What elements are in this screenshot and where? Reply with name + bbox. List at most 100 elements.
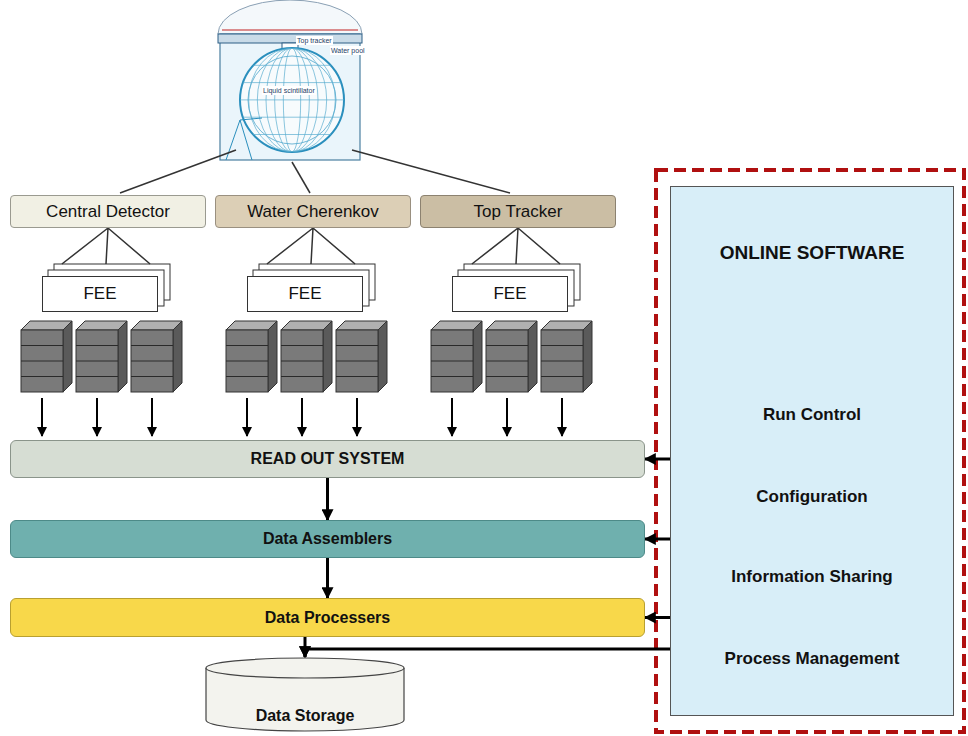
crate-front — [541, 330, 583, 392]
illustration-label: Liquid scintillator — [262, 86, 316, 95]
dome-outline — [218, 0, 362, 34]
node-label: Top Tracker — [474, 202, 563, 222]
cylinder-top — [206, 658, 404, 678]
crate-slot — [431, 376, 473, 377]
flow-arrow — [645, 538, 670, 541]
node-label: Central Detector — [46, 202, 170, 222]
crate-slot — [541, 345, 583, 346]
node-label: READ OUT SYSTEM — [251, 450, 405, 468]
readout-bar: READ OUT SYSTEM — [10, 440, 645, 478]
sphere-grid — [236, 48, 348, 152]
function-item: Configuration — [671, 487, 953, 507]
flow-arrow — [645, 458, 670, 461]
node-label: FEE — [83, 284, 116, 304]
function-item: Process Management — [671, 649, 953, 669]
fan-line — [267, 228, 355, 264]
crate-side — [173, 321, 182, 392]
crate-side — [583, 321, 592, 392]
crate-slot — [281, 376, 323, 377]
crate-side — [63, 321, 72, 392]
crate-slot — [431, 361, 473, 362]
crate-slot — [21, 376, 63, 377]
crate-slot — [21, 345, 63, 346]
fee-box: FEE — [42, 276, 158, 312]
crate-arrow — [356, 398, 358, 436]
crate-slot — [226, 345, 268, 346]
processer-bar: Data Processers — [10, 598, 645, 637]
crate-slot — [131, 376, 173, 377]
crate-arrow — [561, 398, 563, 436]
crate-slot — [486, 361, 528, 362]
function-item: Run Control — [671, 405, 953, 425]
crate-side — [528, 321, 537, 392]
crate-arrow — [151, 398, 153, 436]
fan-line — [62, 228, 150, 264]
readout-crate — [226, 321, 277, 392]
crate-front — [281, 330, 323, 392]
readout-crate — [76, 321, 127, 392]
crate-front — [76, 330, 118, 392]
crate-slot — [226, 361, 268, 362]
subsystem-box: Water Cherenkov — [215, 195, 411, 228]
assembler-bar: Data Assemblers — [10, 520, 645, 558]
illustration-label: Water pool — [330, 46, 366, 55]
readout-crate — [541, 321, 592, 392]
flow-arrow — [645, 616, 670, 619]
grid-line — [236, 99, 348, 100]
crate-slot — [131, 361, 173, 362]
crate-layer — [21, 264, 592, 436]
crate-arrow — [41, 398, 43, 436]
crate-arrow — [506, 398, 508, 436]
crate-slot — [336, 376, 378, 377]
crate-front — [226, 330, 268, 392]
grid-line — [236, 117, 348, 118]
readout-crate — [131, 321, 182, 392]
crate-arrow — [301, 398, 303, 436]
flow-arrow — [326, 558, 329, 598]
crate-side — [473, 321, 482, 392]
readout-crate — [21, 321, 72, 392]
crate-slot — [486, 345, 528, 346]
crate-slot — [226, 376, 268, 377]
panel-heading: ONLINE SOFTWARE — [671, 242, 953, 264]
crate-arrow — [96, 398, 98, 436]
readout-crate — [336, 321, 387, 392]
crate-slot — [541, 376, 583, 377]
crate-side — [323, 321, 332, 392]
crate-arrow — [246, 398, 248, 436]
crate-slot — [76, 345, 118, 346]
crate-slot — [76, 361, 118, 362]
support-struts — [226, 118, 262, 160]
grid-line — [236, 65, 348, 66]
crate-side — [378, 321, 387, 392]
flow-arrow — [305, 649, 670, 657]
crate-slot — [541, 361, 583, 362]
leader-line — [292, 162, 310, 193]
crate-slot — [281, 345, 323, 346]
node-label: FEE — [493, 284, 526, 304]
readout-crate — [281, 321, 332, 392]
crate-front — [131, 330, 173, 392]
crate-slot — [281, 361, 323, 362]
crate-slot — [336, 345, 378, 346]
flow-arrow — [326, 478, 329, 520]
crate-slot — [131, 345, 173, 346]
grid-line — [249, 48, 336, 152]
storage-cylinder: Data Storage — [205, 657, 405, 731]
crate-arrow — [451, 398, 453, 436]
crate-front — [336, 330, 378, 392]
crate-slot — [336, 361, 378, 362]
detector-illustration — [218, 0, 362, 160]
readout-crate — [486, 321, 537, 392]
grid-line — [257, 48, 326, 152]
crate-front — [431, 330, 473, 392]
dashed-region — [656, 170, 964, 732]
readout-crate — [431, 321, 482, 392]
fee-box: FEE — [452, 276, 568, 312]
crate-slot — [431, 345, 473, 346]
crate-side — [118, 321, 127, 392]
crate-slot — [486, 376, 528, 377]
node-label: Data Assemblers — [263, 530, 392, 548]
node-label: FEE — [288, 284, 321, 304]
